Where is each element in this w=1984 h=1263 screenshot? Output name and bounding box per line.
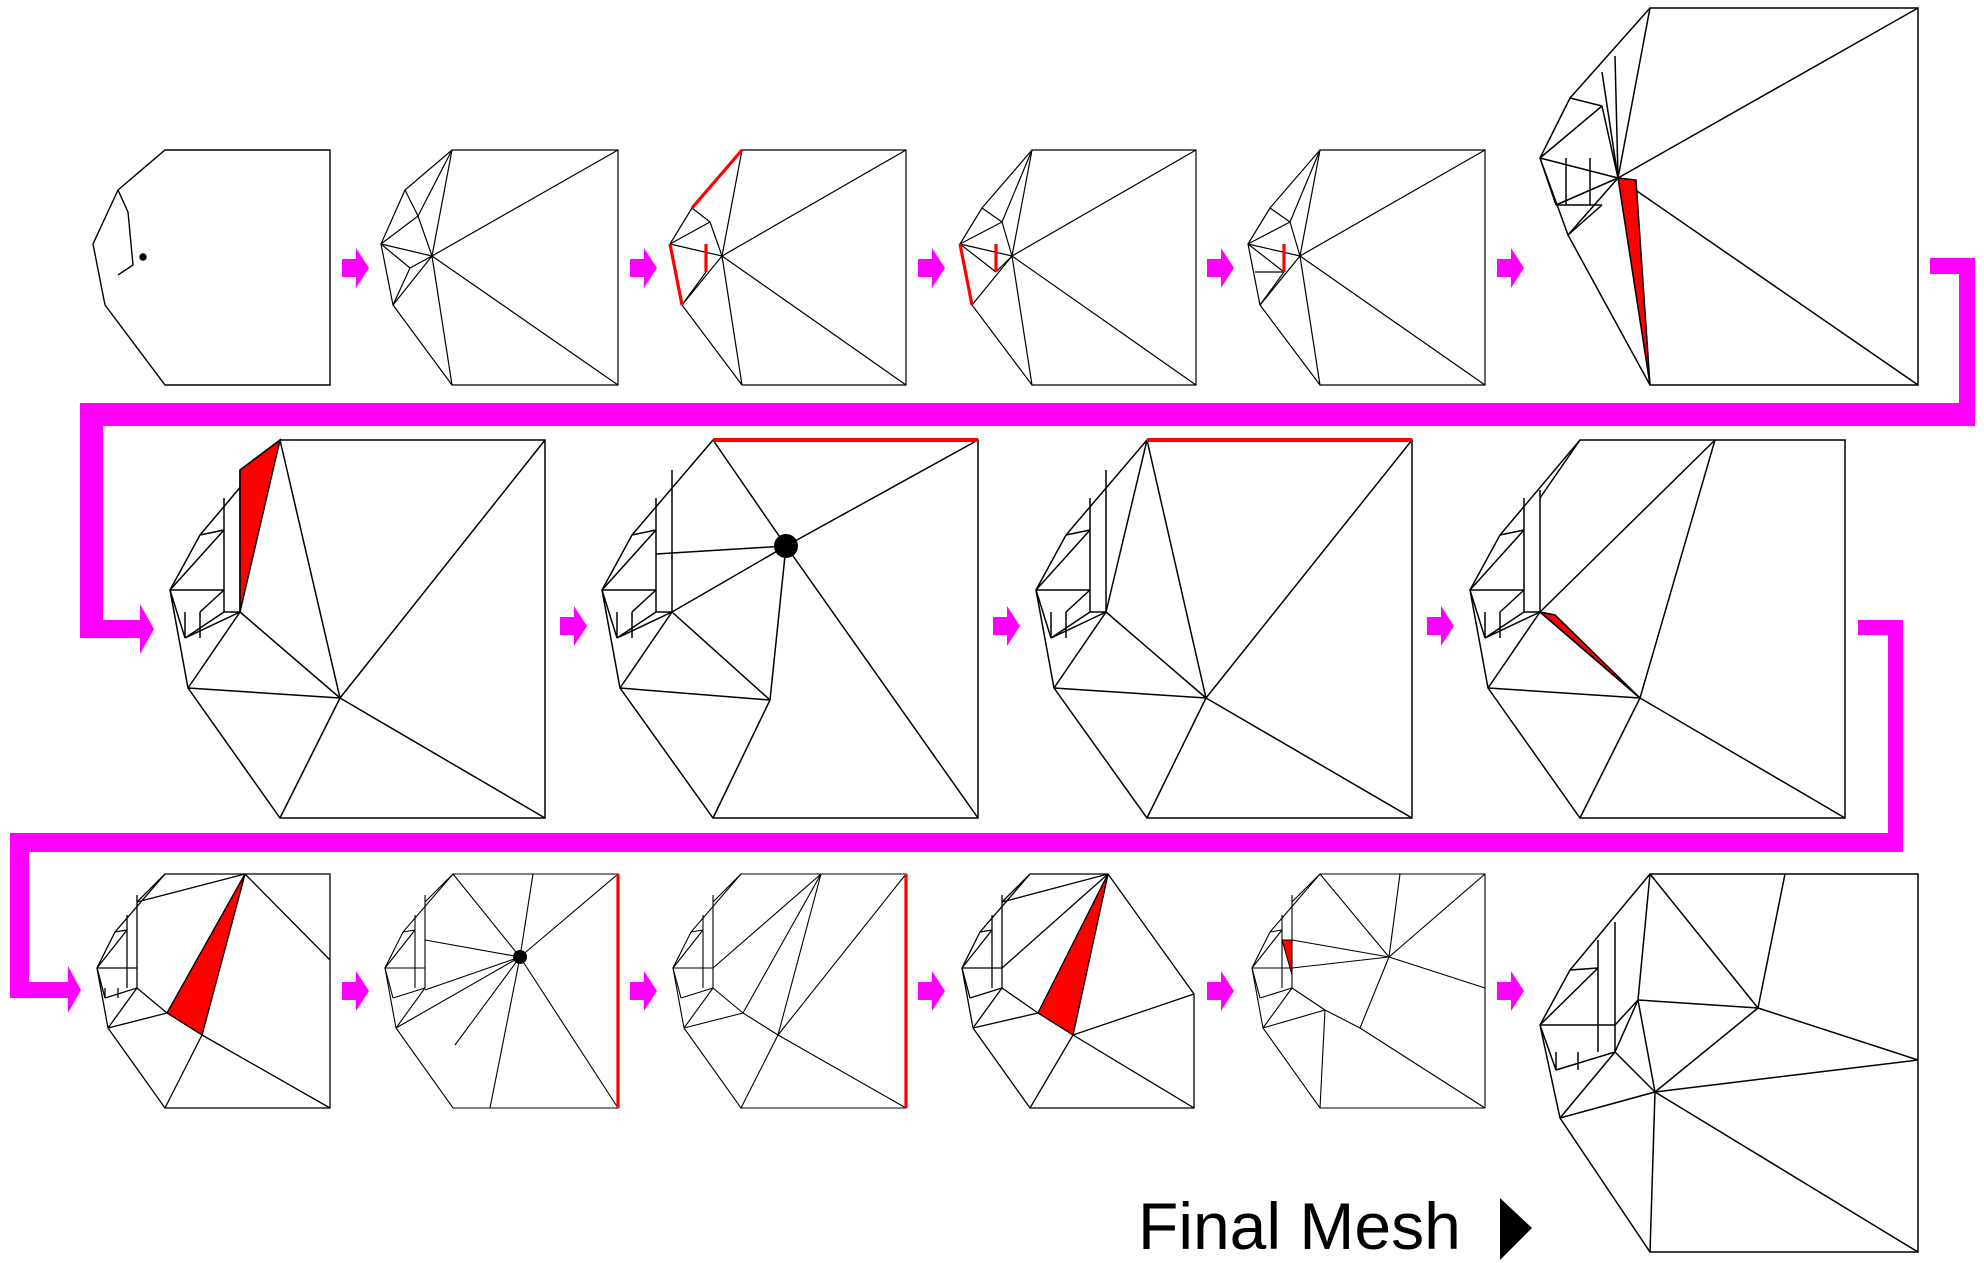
mesh-panel bbox=[1251, 873, 1486, 1109]
mesh-panel bbox=[169, 439, 546, 819]
arrow-right-icon bbox=[1207, 248, 1234, 288]
mesh-panel bbox=[1035, 439, 1413, 819]
inserted-vertex bbox=[513, 950, 527, 964]
connector-arrow-icon bbox=[80, 258, 1975, 654]
arrow-right-icon bbox=[630, 971, 657, 1011]
highlight-edges bbox=[958, 243, 998, 306]
arrow-right-icon bbox=[1497, 248, 1524, 288]
mesh-panel bbox=[669, 149, 907, 386]
connector-arrow-icon bbox=[10, 620, 1903, 1013]
arrow-right-icon bbox=[342, 248, 369, 288]
mesh-panel bbox=[384, 873, 619, 1109]
arrow-right-icon bbox=[342, 971, 369, 1011]
arrow-right-icon bbox=[918, 971, 945, 1011]
final-mesh-panel bbox=[1539, 873, 1919, 1253]
mesh-panel bbox=[1539, 7, 1919, 386]
mesh-edge bbox=[1539, 611, 1641, 699]
mesh-panel bbox=[380, 149, 619, 386]
mesh-panel bbox=[959, 149, 1197, 386]
arrow-right-icon bbox=[918, 248, 945, 288]
inserted-vertex bbox=[774, 534, 798, 558]
arrow-right-icon bbox=[630, 248, 657, 288]
highlight-triangle bbox=[166, 873, 246, 1037]
highlight-triangle bbox=[1037, 873, 1109, 1037]
step-arrows bbox=[342, 248, 1524, 1011]
play-triangle-icon bbox=[1500, 1198, 1532, 1260]
mesh-panel bbox=[601, 439, 979, 819]
mesh-panel bbox=[1247, 149, 1486, 386]
arrow-right-icon bbox=[1207, 971, 1234, 1011]
mesh-panel bbox=[1469, 439, 1846, 819]
highlight-triangle bbox=[1281, 939, 1293, 976]
highlight-triangle bbox=[1617, 177, 1651, 386]
mesh-panel bbox=[92, 149, 331, 386]
arrow-right-icon bbox=[560, 606, 587, 646]
mesh-panel bbox=[672, 873, 907, 1109]
final-mesh-label: Final Mesh bbox=[1138, 1189, 1461, 1263]
arrow-right-icon bbox=[1497, 971, 1524, 1011]
connectors bbox=[10, 258, 1975, 1013]
highlight-edges bbox=[668, 148, 744, 306]
arrow-right-icon bbox=[993, 606, 1020, 646]
arrow-right-icon bbox=[1427, 606, 1454, 646]
highlight-triangle bbox=[239, 438, 282, 613]
